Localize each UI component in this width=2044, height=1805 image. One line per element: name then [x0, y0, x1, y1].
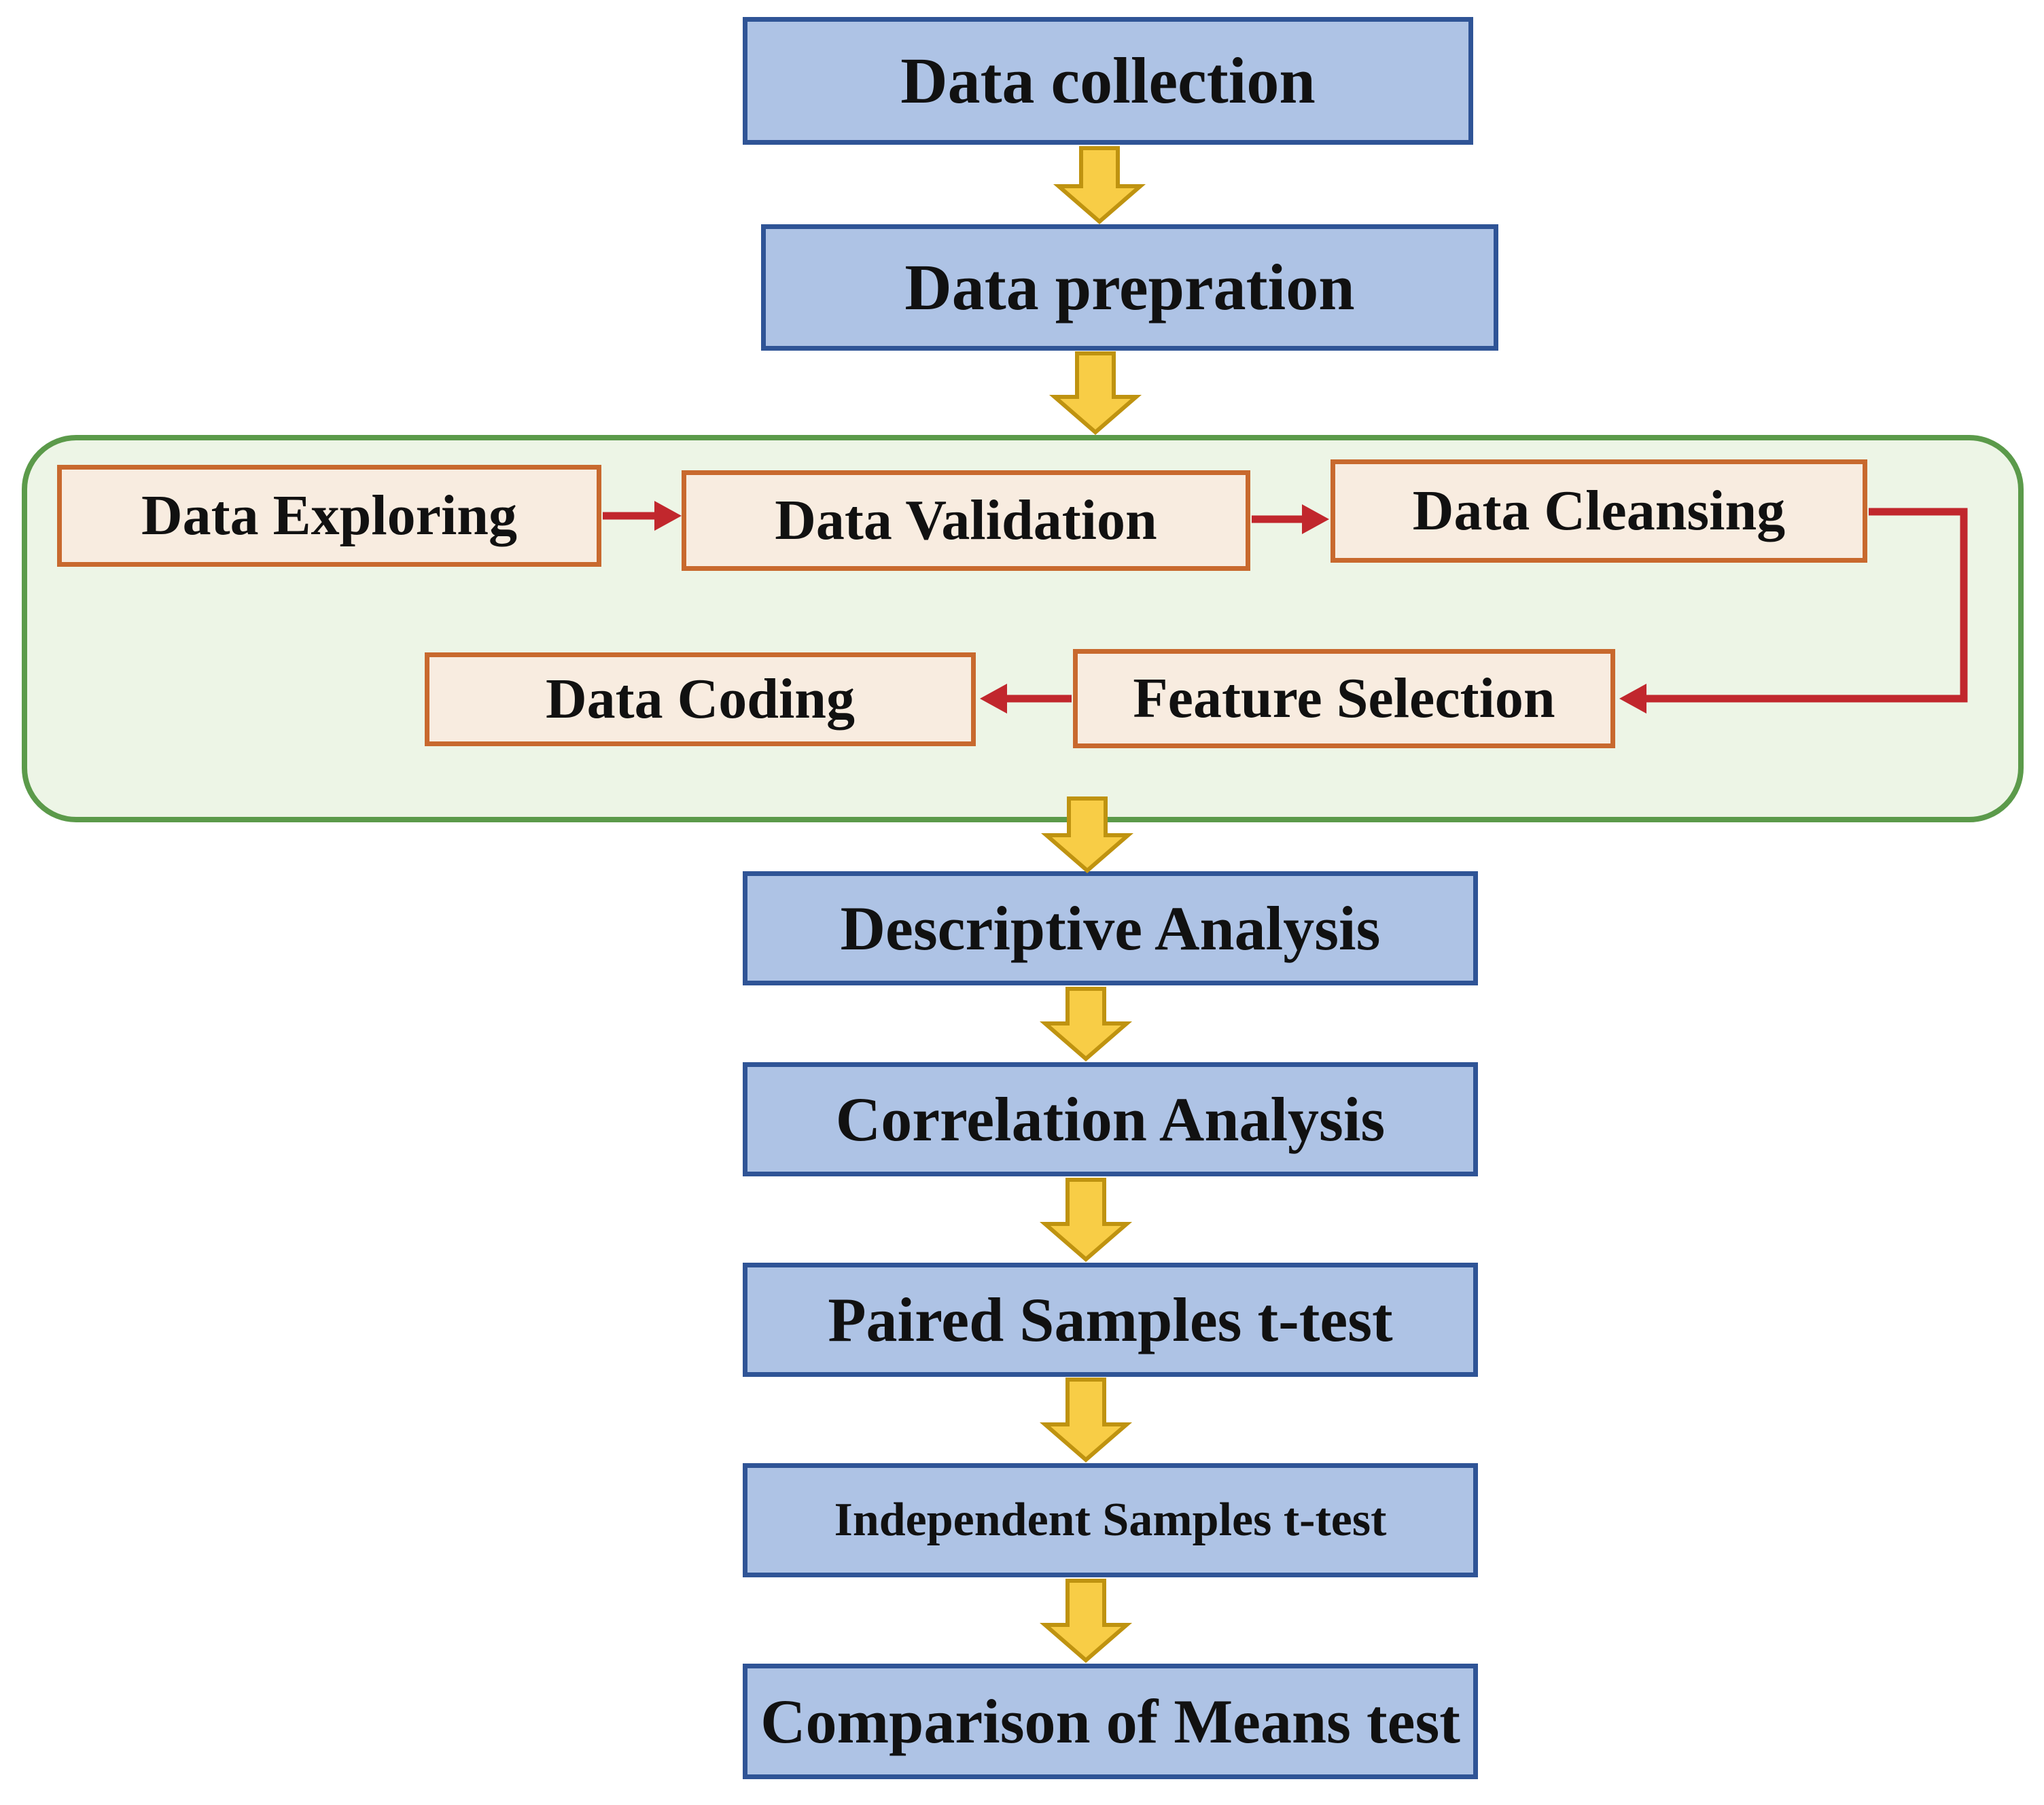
- node-label: Data collection: [900, 43, 1316, 117]
- down-arrow-icon: [1049, 351, 1142, 435]
- node-label: Independent Samples t-test: [834, 1494, 1387, 1547]
- node-independent-samples-t-test: Independent Samples t-test: [743, 1463, 1478, 1577]
- node-label: Feature Selection: [1133, 666, 1555, 730]
- node-paired-samples-t-test: Paired Samples t-test: [743, 1263, 1478, 1377]
- node-label: Descriptive Analysis: [840, 893, 1381, 963]
- node-data-collection: Data collection: [743, 17, 1473, 145]
- down-arrow-icon: [1039, 1178, 1133, 1262]
- node-label: Comparison of Means test: [760, 1686, 1460, 1756]
- node-label: Paired Samples t-test: [828, 1284, 1393, 1354]
- node-data-validation: Data Validation: [682, 470, 1250, 571]
- node-label: Correlation Analysis: [835, 1084, 1386, 1154]
- down-arrow-icon: [1053, 146, 1146, 224]
- node-comparison-of-means-test: Comparison of Means test: [743, 1664, 1478, 1779]
- node-data-cleansing: Data Cleansing: [1331, 459, 1867, 563]
- down-arrow-icon: [1039, 1378, 1133, 1462]
- node-data-coding: Data Coding: [425, 652, 976, 746]
- node-label: Data Coding: [545, 667, 856, 731]
- node-data-preparation: Data prepration: [761, 224, 1498, 351]
- node-feature-selection: Feature Selection: [1073, 649, 1615, 748]
- node-descriptive-analysis: Descriptive Analysis: [743, 871, 1478, 985]
- node-label: Data prepration: [904, 250, 1355, 323]
- node-data-exploring: Data Exploring: [57, 465, 601, 567]
- node-label: Data Validation: [775, 488, 1157, 552]
- node-correlation-analysis: Correlation Analysis: [743, 1062, 1478, 1176]
- node-label: Data Cleansing: [1412, 478, 1786, 542]
- down-arrow-icon: [1039, 987, 1133, 1062]
- down-arrow-icon: [1039, 1579, 1133, 1663]
- node-label: Data Exploring: [141, 483, 518, 547]
